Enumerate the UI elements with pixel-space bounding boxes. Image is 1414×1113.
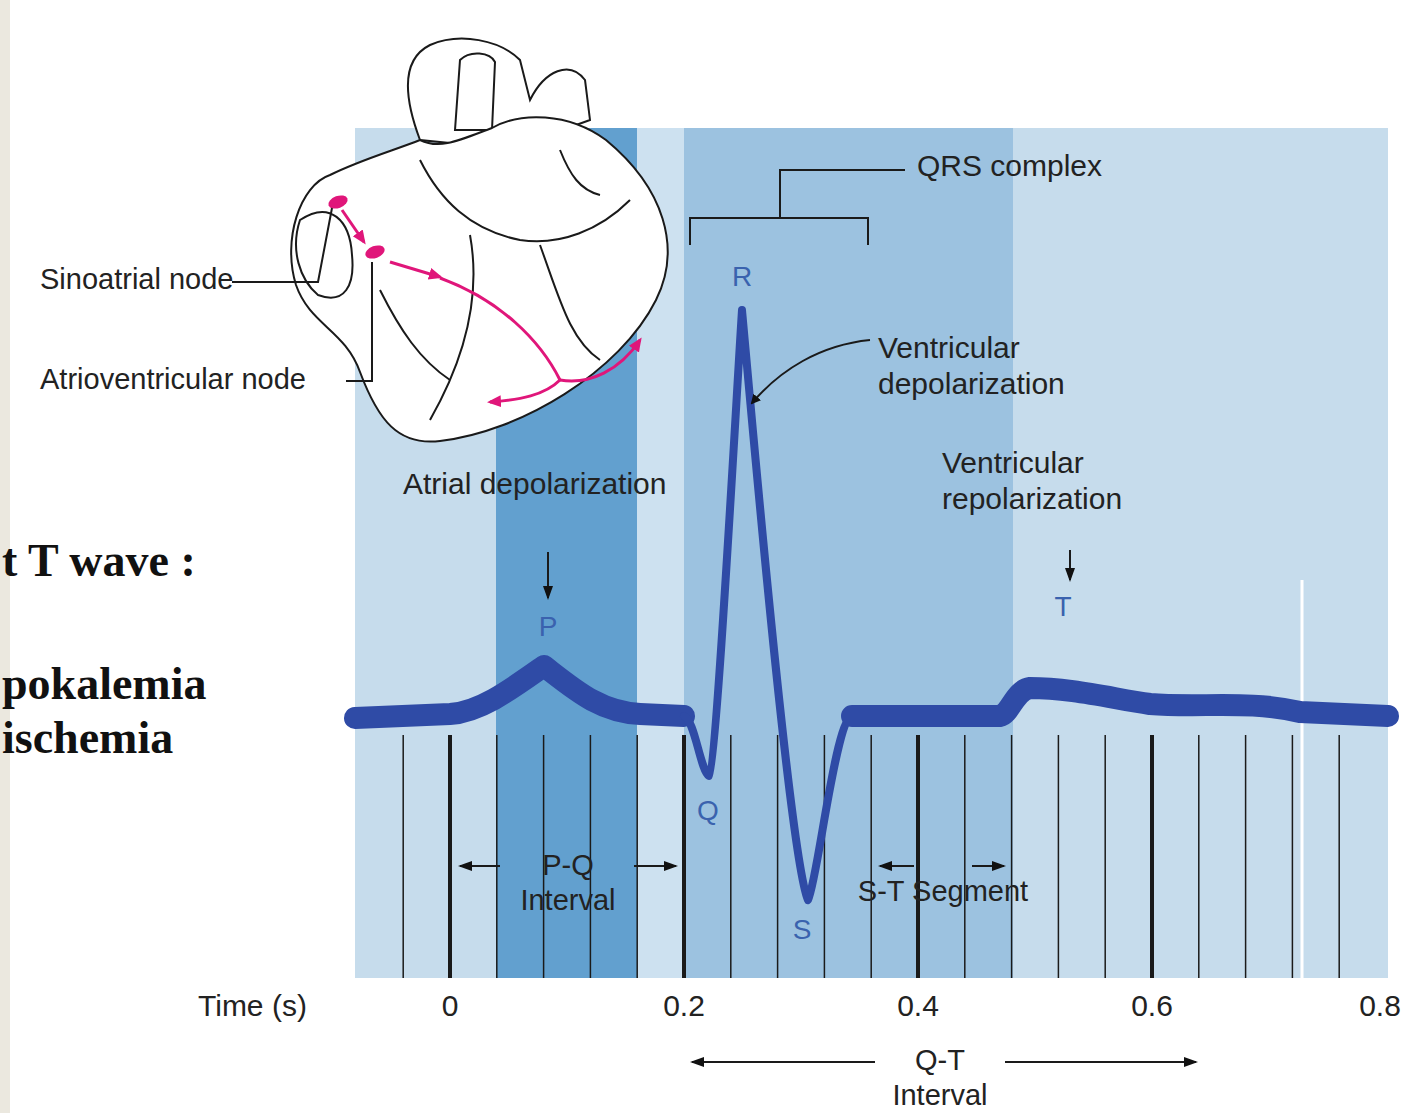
slide-text: ischemia (2, 710, 302, 765)
grid-line (448, 735, 452, 978)
segment-label: S-T Segment (853, 874, 1033, 909)
wave-letter: Q (691, 794, 725, 828)
grid-line (636, 735, 638, 978)
grid-line (916, 735, 920, 978)
grid-line (1338, 735, 1340, 978)
grid-line (777, 735, 779, 978)
callout-label: Ventricular depolarization (878, 330, 1178, 402)
interval-label: Q-T Interval (875, 1043, 1005, 1113)
callout-label: Ventricular repolarization (942, 445, 1232, 517)
grid-line (402, 735, 404, 978)
qrs-band (684, 128, 1013, 978)
grid-line (824, 735, 826, 978)
tick-label: 0.4 (888, 988, 948, 1024)
grid-line (1245, 735, 1247, 978)
grid-line (1104, 735, 1106, 978)
part-label: Sinoatrial node (40, 262, 240, 297)
leader-lines (232, 170, 1196, 1062)
heart-drawing (291, 39, 667, 442)
grid-line (682, 735, 686, 978)
grid-line (1292, 735, 1294, 978)
wave-letter: T (1048, 590, 1078, 624)
grid-line (1011, 735, 1013, 978)
grid-line (1058, 735, 1060, 978)
wave-letter: S (787, 913, 817, 947)
grid-line (496, 735, 498, 978)
axis-title: Time (s) (198, 988, 358, 1024)
grid-line (964, 735, 966, 978)
grid-line (1198, 735, 1200, 978)
grid-line (870, 735, 872, 978)
grid-line (730, 735, 732, 978)
conduction-path (327, 193, 640, 402)
slide-text: t T wave : (2, 533, 302, 588)
slide-text: pokalemia (2, 656, 302, 711)
callout-label: Atrial depolarization (403, 466, 693, 502)
grid-line (1150, 735, 1154, 978)
bracket-label: QRS complex (917, 148, 1217, 184)
wave-letter: R (727, 260, 757, 294)
part-label: Atrioventricular node (40, 362, 345, 397)
wave-letter: P (533, 610, 563, 644)
tick-label: 0.2 (654, 988, 714, 1024)
tick-label: 0.8 (1352, 988, 1408, 1024)
interval-label: P-Q Interval (493, 848, 643, 918)
time-grid (403, 735, 1339, 978)
white-line (1301, 580, 1304, 978)
tick-label: 0.6 (1122, 988, 1182, 1024)
tick-label: 0 (420, 988, 480, 1024)
